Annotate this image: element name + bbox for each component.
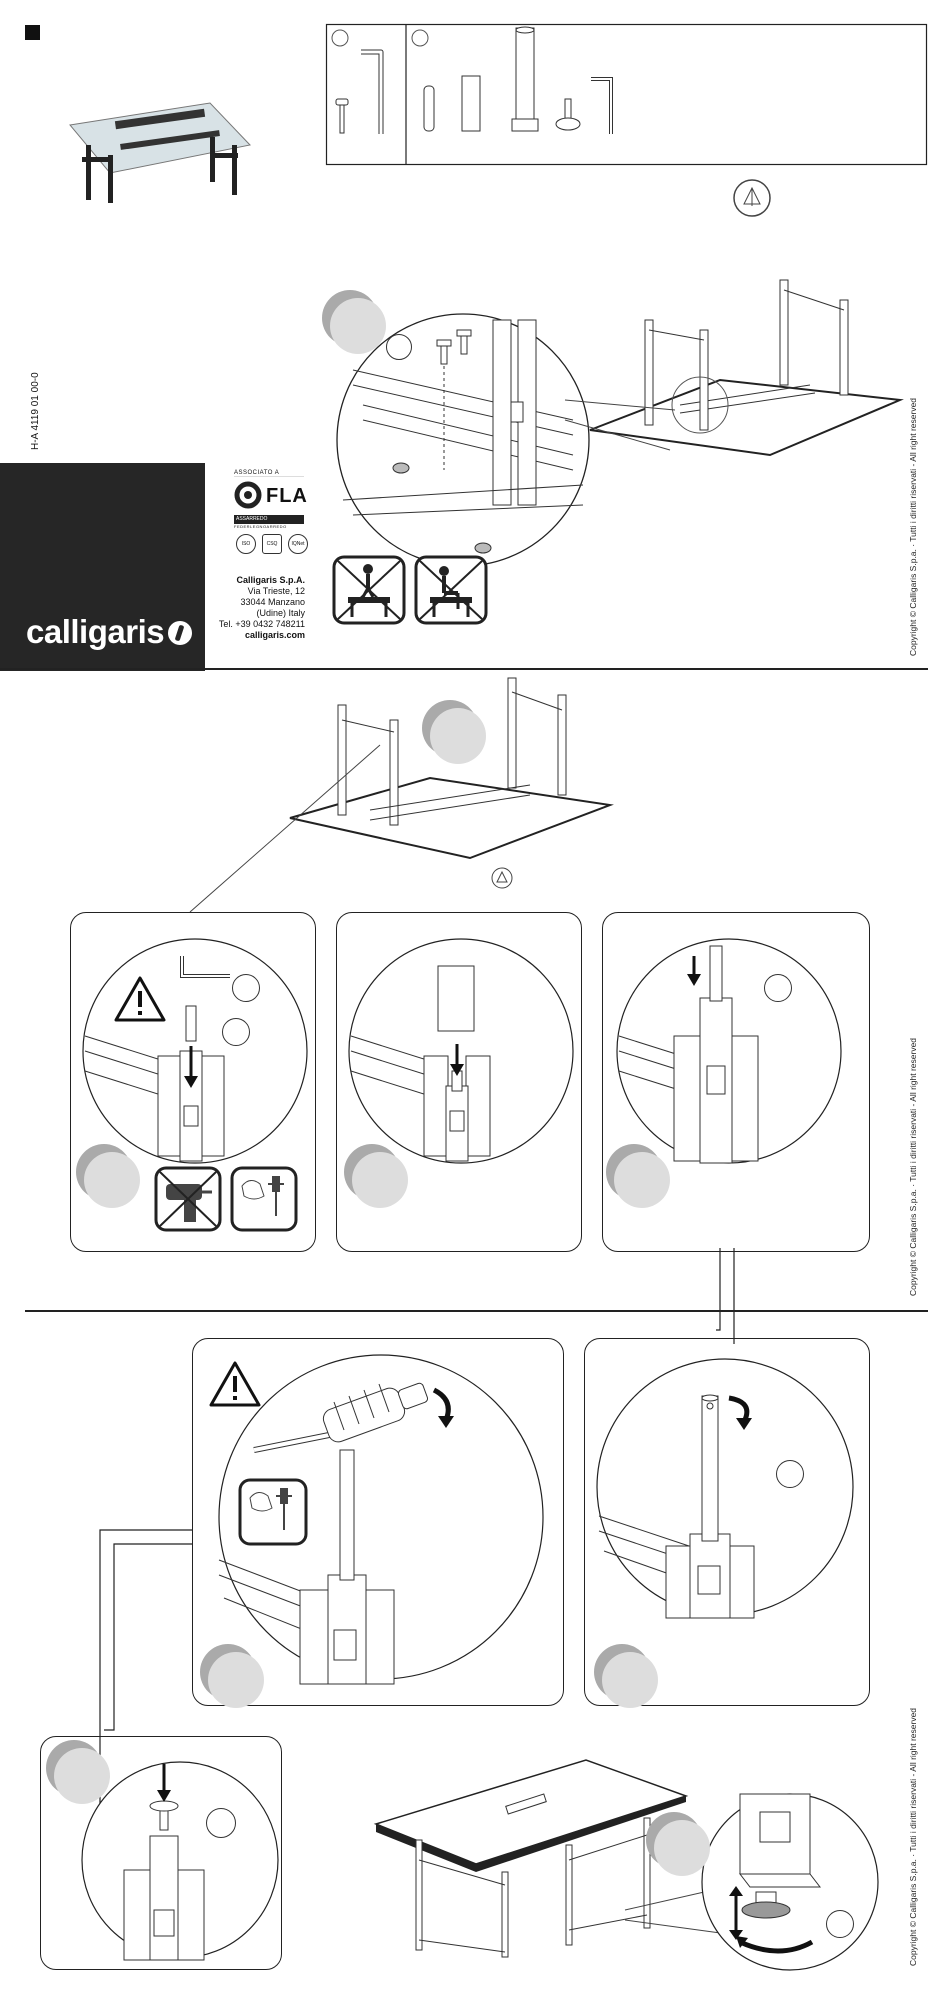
tube-callout [776, 1460, 804, 1488]
association-label: ASSOCIATO A [234, 470, 280, 476]
company-website: calligaris.com [244, 630, 305, 640]
product-image [69, 102, 251, 203]
step-9-detail-illustration [701, 1793, 879, 1971]
association-sub: FEDERLEGNOARREDO [234, 524, 287, 529]
corner-square-icon [25, 25, 40, 40]
document-code: H-A 4119 01 00-0 [30, 372, 41, 450]
fla-text: FLA [266, 485, 308, 507]
final-assembly-illustration [373, 1759, 689, 1958]
company-phone: Tel. +39 0432 748211 [218, 619, 305, 629]
step-8-panel [40, 1736, 282, 1970]
company-street: Via Trieste, 12 [247, 586, 305, 596]
step-4-badge [344, 1144, 408, 1208]
hardware-bag-icon [733, 179, 771, 217]
step-3-panel [70, 912, 316, 1252]
copyright-notice: Copyright © Calligaris S.p.a. · Tutti i … [908, 397, 918, 656]
allen-key-callout [232, 974, 260, 1002]
step-8-detail-illustration [81, 1761, 279, 1961]
copyright-notice: Copyright © Calligaris S.p.a. · Tutti i … [908, 1707, 918, 1966]
step-6-badge [200, 1644, 264, 1708]
detail-leader-lines [189, 744, 381, 913]
hardware-bag-icon [491, 867, 513, 889]
step-7-badge [594, 1644, 658, 1708]
step-3-badge [76, 1144, 140, 1208]
company-address: Calligaris S.p.A. Via Trieste, 12 33044 … [205, 575, 305, 641]
no-power-drill-icon [154, 1166, 222, 1232]
step-1-callout [386, 334, 412, 360]
step-4-detail-illustration [348, 938, 574, 1164]
fla-association-logo: ASSOCIATO A FLA ASSARREDO FEDERLEGNOARRE… [234, 470, 307, 529]
tube-callout [764, 974, 792, 1002]
copyright-notice: Copyright © Calligaris S.p.a. · Tutti i … [908, 1037, 918, 1296]
step-1-overview-illustration [589, 279, 904, 457]
fla-mark: FLA [234, 476, 307, 515]
brand-block: calligaris [0, 463, 205, 671]
foot-callout [826, 1910, 854, 1938]
assarredo-bar: ASSARREDO [234, 515, 304, 524]
step-4-panel [336, 912, 582, 1252]
section-divider [25, 1310, 928, 1312]
hand-screwdriver-icon [238, 1478, 308, 1546]
section-divider [0, 668, 928, 670]
step-2-overview-illustration [289, 677, 614, 860]
warning-triangle-icon [114, 976, 166, 1022]
step-6-detail-illustration [218, 1354, 544, 1685]
hand-screwdriver-icon [230, 1166, 298, 1232]
step-2-badge [422, 700, 486, 764]
no-sitting-on-table-icon [414, 555, 488, 625]
step-9-badge [646, 1812, 710, 1876]
step-8-badge [46, 1740, 110, 1804]
step-7-detail-illustration [596, 1358, 854, 1619]
step-3-detail-illustration [82, 938, 308, 1164]
step-1-badge [322, 290, 386, 354]
step-5-badge [606, 1144, 670, 1208]
brand-logo: calligaris [26, 613, 193, 651]
company-name: Calligaris S.p.A. [236, 575, 305, 585]
company-city: 33044 Manzano [240, 597, 305, 607]
cert-csq-icon: CSQ [262, 534, 282, 554]
flow-connector [716, 1248, 735, 1344]
cert-iso-icon: ISO [236, 534, 256, 554]
step-7-panel [584, 1338, 870, 1706]
flow-connector [99, 1529, 192, 1808]
warning-triangle-icon [209, 1361, 261, 1407]
pin-callout [222, 1018, 250, 1046]
company-region: (Udine) Italy [256, 608, 305, 618]
step-5-detail-illustration [616, 938, 842, 1164]
hardware-parts-box [325, 23, 928, 166]
foot-callout [206, 1808, 236, 1838]
brand-name: calligaris [26, 613, 165, 650]
step-5-panel [602, 912, 870, 1252]
brand-logo-icon [168, 621, 193, 645]
detail-leader-lines [564, 399, 676, 451]
cert-iqnet-icon: IQNet [288, 534, 308, 554]
no-standing-on-table-icon [332, 555, 406, 625]
step-6-panel [192, 1338, 564, 1706]
